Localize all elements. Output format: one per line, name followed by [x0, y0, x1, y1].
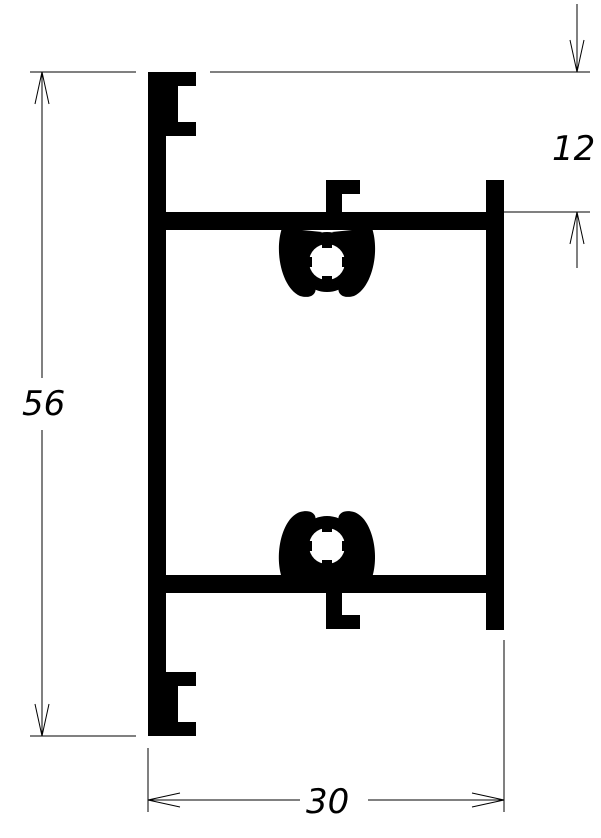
right-bottom-hook — [486, 593, 504, 630]
offset-dimension-label: 12 — [552, 129, 595, 169]
height-dimension-label: 56 — [22, 384, 65, 424]
top-channel-web-left — [166, 72, 178, 136]
top-web-hook-lip — [326, 180, 360, 194]
height-arrow-top — [34, 71, 50, 105]
bottom-screw-hole — [309, 528, 345, 564]
top-screw-hole — [309, 244, 345, 280]
right-wall — [486, 180, 504, 630]
height-arrow-bottom — [34, 703, 50, 737]
aluminium-profile — [148, 72, 504, 736]
bottom-channel-web-left — [166, 672, 178, 736]
bottom-web-hook-lip — [326, 615, 360, 629]
offset-dimension: 12 — [210, 4, 595, 268]
width-arrow-right — [471, 792, 505, 808]
top-web — [148, 212, 504, 230]
width-arrow-left — [147, 792, 181, 808]
profile-back-wall — [148, 72, 166, 736]
offset-arrow-bottom — [569, 211, 585, 245]
bottom-screw-port — [278, 511, 376, 578]
bottom-web — [148, 575, 504, 593]
width-dimension-label: 30 — [306, 782, 349, 822]
height-dimension: 56 — [22, 71, 136, 737]
right-top-hook — [486, 180, 504, 212]
offset-arrow-top — [569, 39, 585, 73]
width-dimension: 30 — [147, 640, 505, 822]
top-screw-port — [278, 228, 376, 297]
